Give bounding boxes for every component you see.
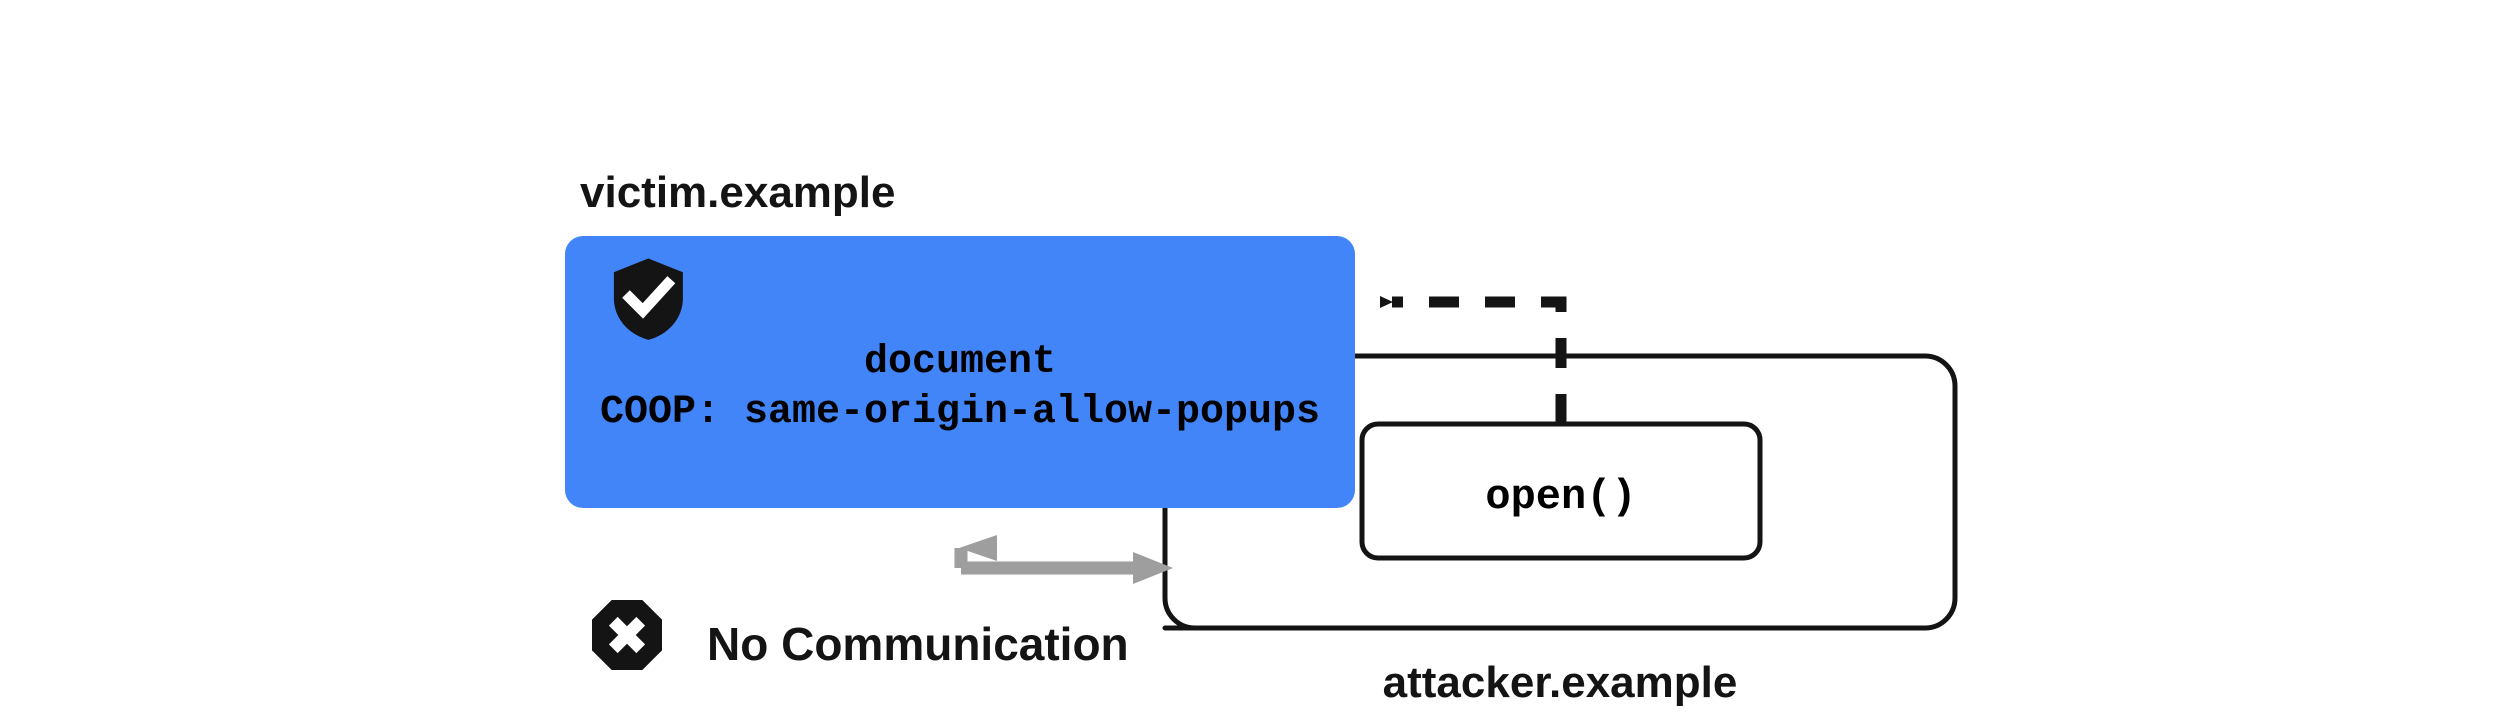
no-communication-label: No Communication (707, 618, 1129, 670)
open-call-box: open() (1359, 421, 1763, 561)
attacker-origin-label: attacker.example (1383, 658, 1738, 707)
victim-origin-label: victim.example (580, 168, 896, 217)
victim-card-background (565, 236, 1355, 508)
octagon-x-icon (592, 600, 662, 670)
victim-coop-header: COOP: same-origin-allow-popups (600, 390, 1320, 435)
blocked-communication-connector (954, 535, 1173, 584)
victim-document-label: document (864, 340, 1056, 385)
victim-card (565, 236, 1355, 508)
open-to-victim-dashed-connector (1380, 296, 1567, 424)
open-call-label: open() (1485, 473, 1636, 521)
attacker-frame (1162, 353, 1958, 631)
shield-check-icon (613, 258, 683, 340)
